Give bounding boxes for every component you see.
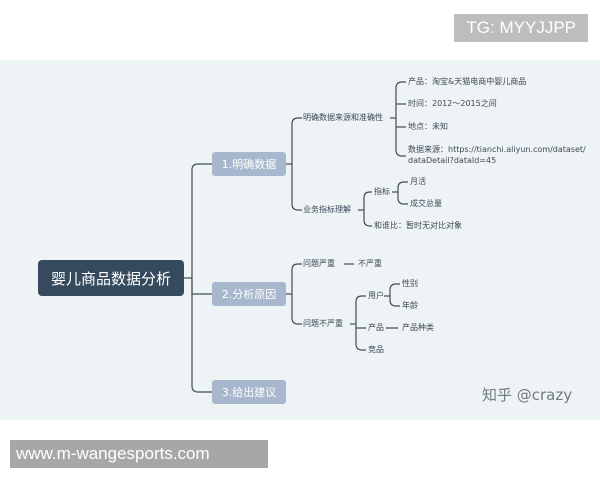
- node-competitors: 竞品: [368, 345, 384, 354]
- connector-b2-s1: [291, 263, 302, 294]
- connector-s2-duibi: [363, 210, 372, 227]
- connector-zhibiao-chengjiao: [397, 192, 408, 205]
- connector-s1-leaf1: [395, 81, 406, 118]
- leaf-data-source-line2: dataDetail?dataId=45: [408, 156, 497, 165]
- leaf-time: 时间：2012～2015之间: [408, 99, 497, 108]
- connector-b2s2-jingpin: [355, 324, 366, 351]
- leaf-not-serious: 不严重: [358, 259, 382, 268]
- connector-root-b1: [191, 163, 212, 278]
- connector-zhibiao-yuehuo: [397, 181, 408, 192]
- connector-b2-s2: [291, 294, 302, 325]
- leaf-age: 年龄: [402, 301, 418, 310]
- leaf-product-category: 产品种类: [402, 323, 434, 332]
- node-product: 产品: [368, 323, 384, 332]
- leaf-total-transactions: 成交总量: [410, 199, 442, 208]
- zhihu-watermark: 知乎 @crazy: [482, 386, 573, 404]
- leaf-product: 产品：淘宝&天猫电商中婴儿商品: [408, 77, 527, 86]
- branch-clarify-data: 1.明确数据: [212, 152, 286, 176]
- leaf-monthly-active: 月活: [410, 177, 426, 186]
- connector-s2-zhibiao: [363, 191, 372, 210]
- connector-root-b3: [191, 278, 212, 393]
- subtopic-problem-not-serious: 问题不严重: [303, 319, 343, 328]
- root-node: 婴儿商品数据分析: [38, 260, 184, 296]
- subtopic-problem-serious: 问题严重: [303, 259, 335, 268]
- node-metrics: 指标: [374, 187, 390, 196]
- watermark-top: TG: MYYJJPP: [454, 14, 588, 42]
- connector-root-b2: [191, 278, 212, 295]
- branch-give-advice: 3.给出建议: [212, 380, 286, 404]
- connector-b1-s1: [291, 117, 302, 164]
- subtopic-data-source-accuracy: 明确数据来源和准确性: [303, 113, 383, 122]
- node-user: 用户: [368, 291, 384, 300]
- leaf-compare-with: 和谁比：暂时无对比对象: [374, 221, 462, 230]
- mindmap-canvas: [0, 60, 600, 420]
- connector-b1-s2: [291, 164, 302, 211]
- branch-analyze-causes: 2.分析原因: [212, 282, 286, 306]
- leaf-location: 地点：未知: [408, 122, 448, 131]
- connector-yonghu-nianling: [389, 296, 400, 307]
- leaf-data-source-line1: 数据来源：https://tianchi.aliyun.com/dataset/: [408, 145, 586, 154]
- watermark-bottom: www.m-wangesports.com: [10, 440, 268, 468]
- connector-yonghu-xingbie: [389, 283, 400, 296]
- leaf-gender: 性别: [402, 279, 418, 288]
- connector-b2s2-yonghu: [355, 295, 366, 324]
- subtopic-business-metrics: 业务指标理解: [303, 205, 351, 214]
- connector-s1-leaf4: [395, 118, 406, 157]
